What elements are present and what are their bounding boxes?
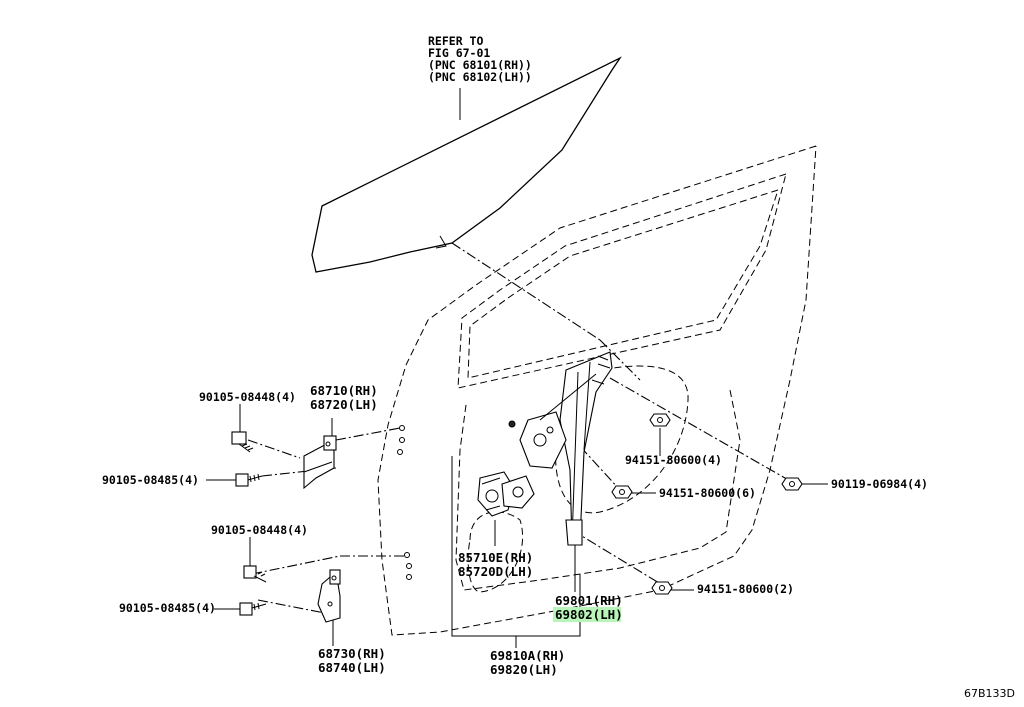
refer-line4: (PNC 68102(LH)): [428, 70, 532, 84]
label-nut-middle: 94151-80600(6): [659, 486, 756, 500]
label-nut-lower: 94151-80600(2): [697, 582, 794, 596]
label-nut-upper: 94151-80600(4): [625, 453, 722, 467]
regulator-motor: [477, 471, 535, 517]
labels: REFER TO FIG 67-01 (PNC 68101(RH)) (PNC …: [102, 34, 1015, 700]
door-glass: [311, 56, 622, 273]
label-assy-lh: 69820(LH): [490, 662, 558, 677]
bolt-right: [781, 477, 803, 491]
label-upper-hinge-lh: 68720(LH): [310, 397, 378, 412]
nut-upper: [649, 413, 671, 427]
nut-middle: [611, 485, 633, 499]
highlight-69802: [553, 607, 621, 622]
nut-lower: [651, 581, 673, 595]
label-motor-rh: 85710E(RH): [458, 550, 533, 565]
upper-hinge: [303, 435, 337, 490]
bolt-upper-left: [231, 431, 254, 453]
lower-hinge: [317, 569, 341, 623]
refer-line1: REFER TO: [428, 34, 483, 48]
label-upper-hinge-rh: 68710(RH): [310, 383, 378, 398]
bolt-upper-screw: [235, 473, 263, 487]
bolt-lower-left: [243, 565, 267, 583]
label-upper-hinge-screw: 90105-08485(4): [102, 473, 199, 487]
label-lower-hinge-screw: 90105-08485(4): [119, 601, 216, 615]
label-lower-hinge-lh: 68740(LH): [318, 660, 386, 675]
label-regulator-lh: 69802(LH): [555, 607, 623, 622]
label-motor-lh: 85720D(LH): [458, 564, 533, 579]
label-assy-rh: 69810A(RH): [490, 648, 565, 663]
refer-line3: (PNC 68101(RH)): [428, 58, 532, 72]
bolt-lower-screw: [239, 602, 267, 616]
window-regulator: [508, 351, 613, 546]
sheet-code: 67B133D: [964, 687, 1015, 700]
refer-line2: FIG 67-01: [428, 46, 490, 60]
label-lower-hinge-rh: 68730(RH): [318, 646, 386, 661]
label-lower-hinge-bolt: 90105-08448(4): [211, 523, 308, 537]
label-upper-hinge-bolt: 90105-08448(4): [199, 390, 296, 404]
label-regulator-rh: 69801(RH): [555, 593, 623, 608]
label-bolt-right: 90119-06984(4): [831, 477, 928, 491]
leader-lines: [206, 88, 828, 648]
